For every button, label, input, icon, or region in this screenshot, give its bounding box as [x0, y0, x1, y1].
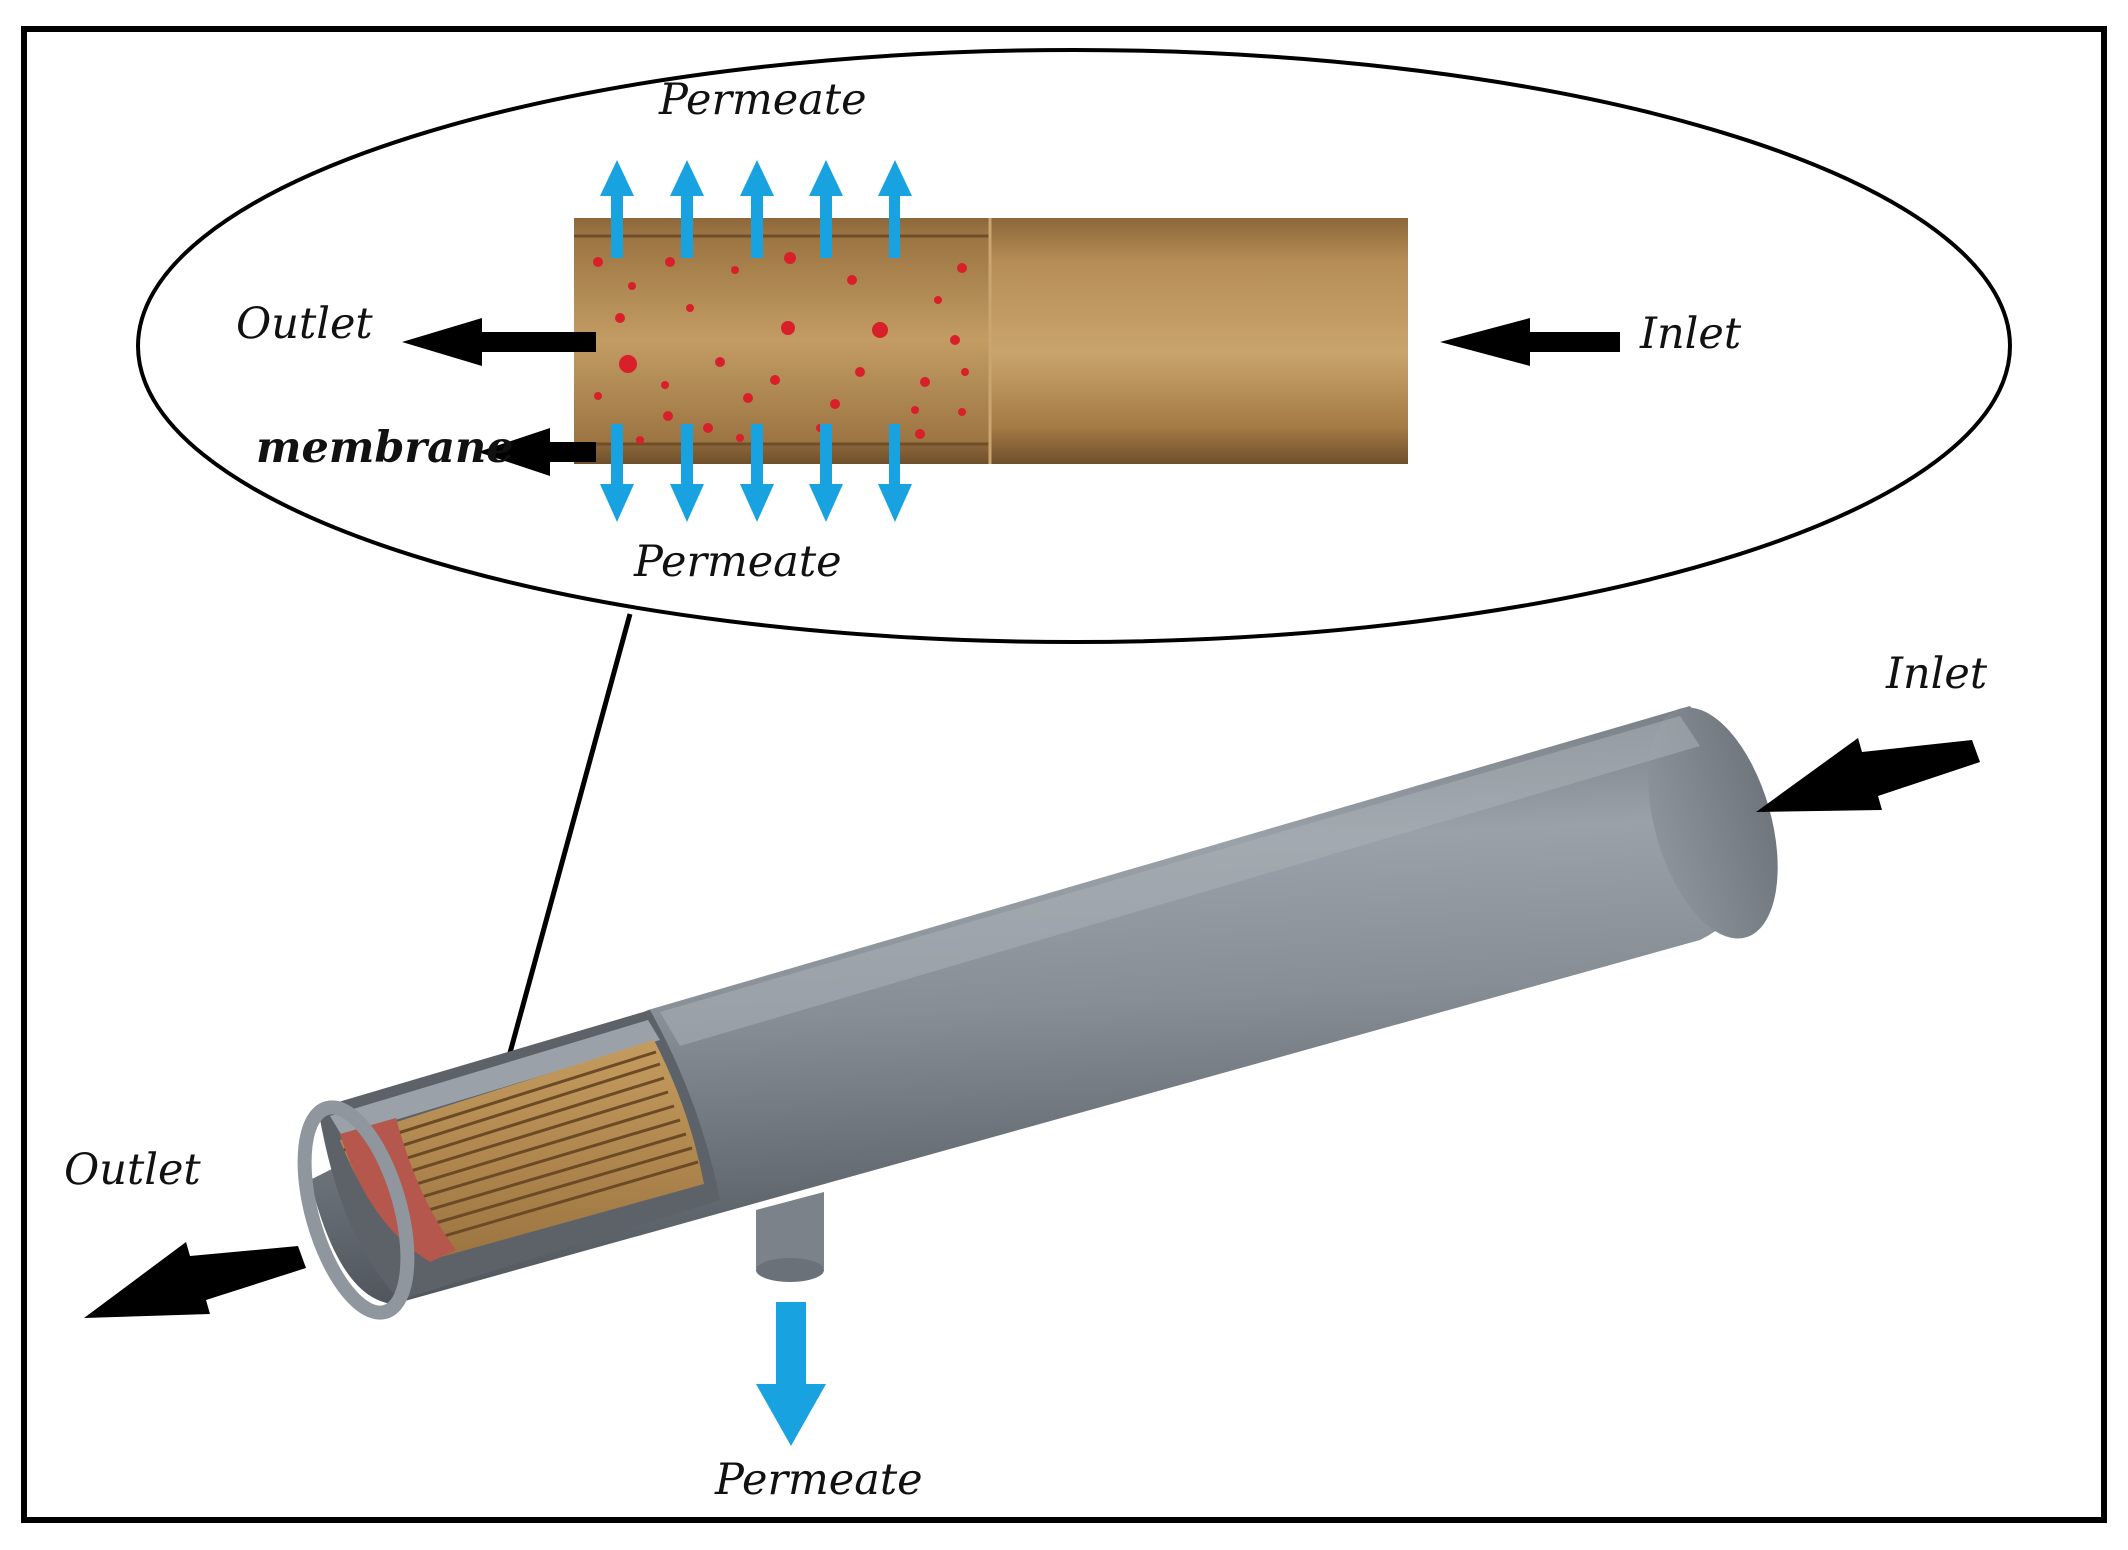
callout-leader-line	[499, 613, 633, 1083]
zoomed-membrane-tube	[574, 218, 1408, 464]
permeate-arrows-up	[600, 160, 912, 258]
membrane-label: membrane	[256, 423, 514, 473]
permeate-arrows-down	[600, 424, 912, 522]
inlet-module-label: Inlet	[1885, 649, 1988, 699]
inlet-zoom-label: Inlet	[1639, 309, 1742, 359]
outlet-module-label: Outlet	[64, 1145, 201, 1195]
module-outlet-arrow	[84, 1242, 306, 1318]
membrane-module	[297, 706, 1778, 1320]
zoom-inlet-arrow	[1440, 318, 1620, 366]
permeate-port	[756, 1192, 824, 1277]
module-inlet-arrow	[1756, 738, 1980, 812]
zoom-outlet-arrow	[402, 318, 596, 366]
permeate-top-label: Permeate	[658, 75, 867, 125]
outlet-zoom-label: Outlet	[236, 299, 373, 349]
outer-frame	[21, 26, 2107, 1523]
membrane-pointer-arrow	[478, 428, 596, 476]
rejected-particles	[593, 252, 969, 444]
module-outlet-rim	[297, 1100, 415, 1320]
permeate-mid-label: Permeate	[633, 537, 842, 587]
module-inlet-cap	[1648, 707, 1778, 939]
module-permeate-arrow	[756, 1302, 826, 1446]
permeate-bottom-label: Permeate	[714, 1455, 923, 1505]
